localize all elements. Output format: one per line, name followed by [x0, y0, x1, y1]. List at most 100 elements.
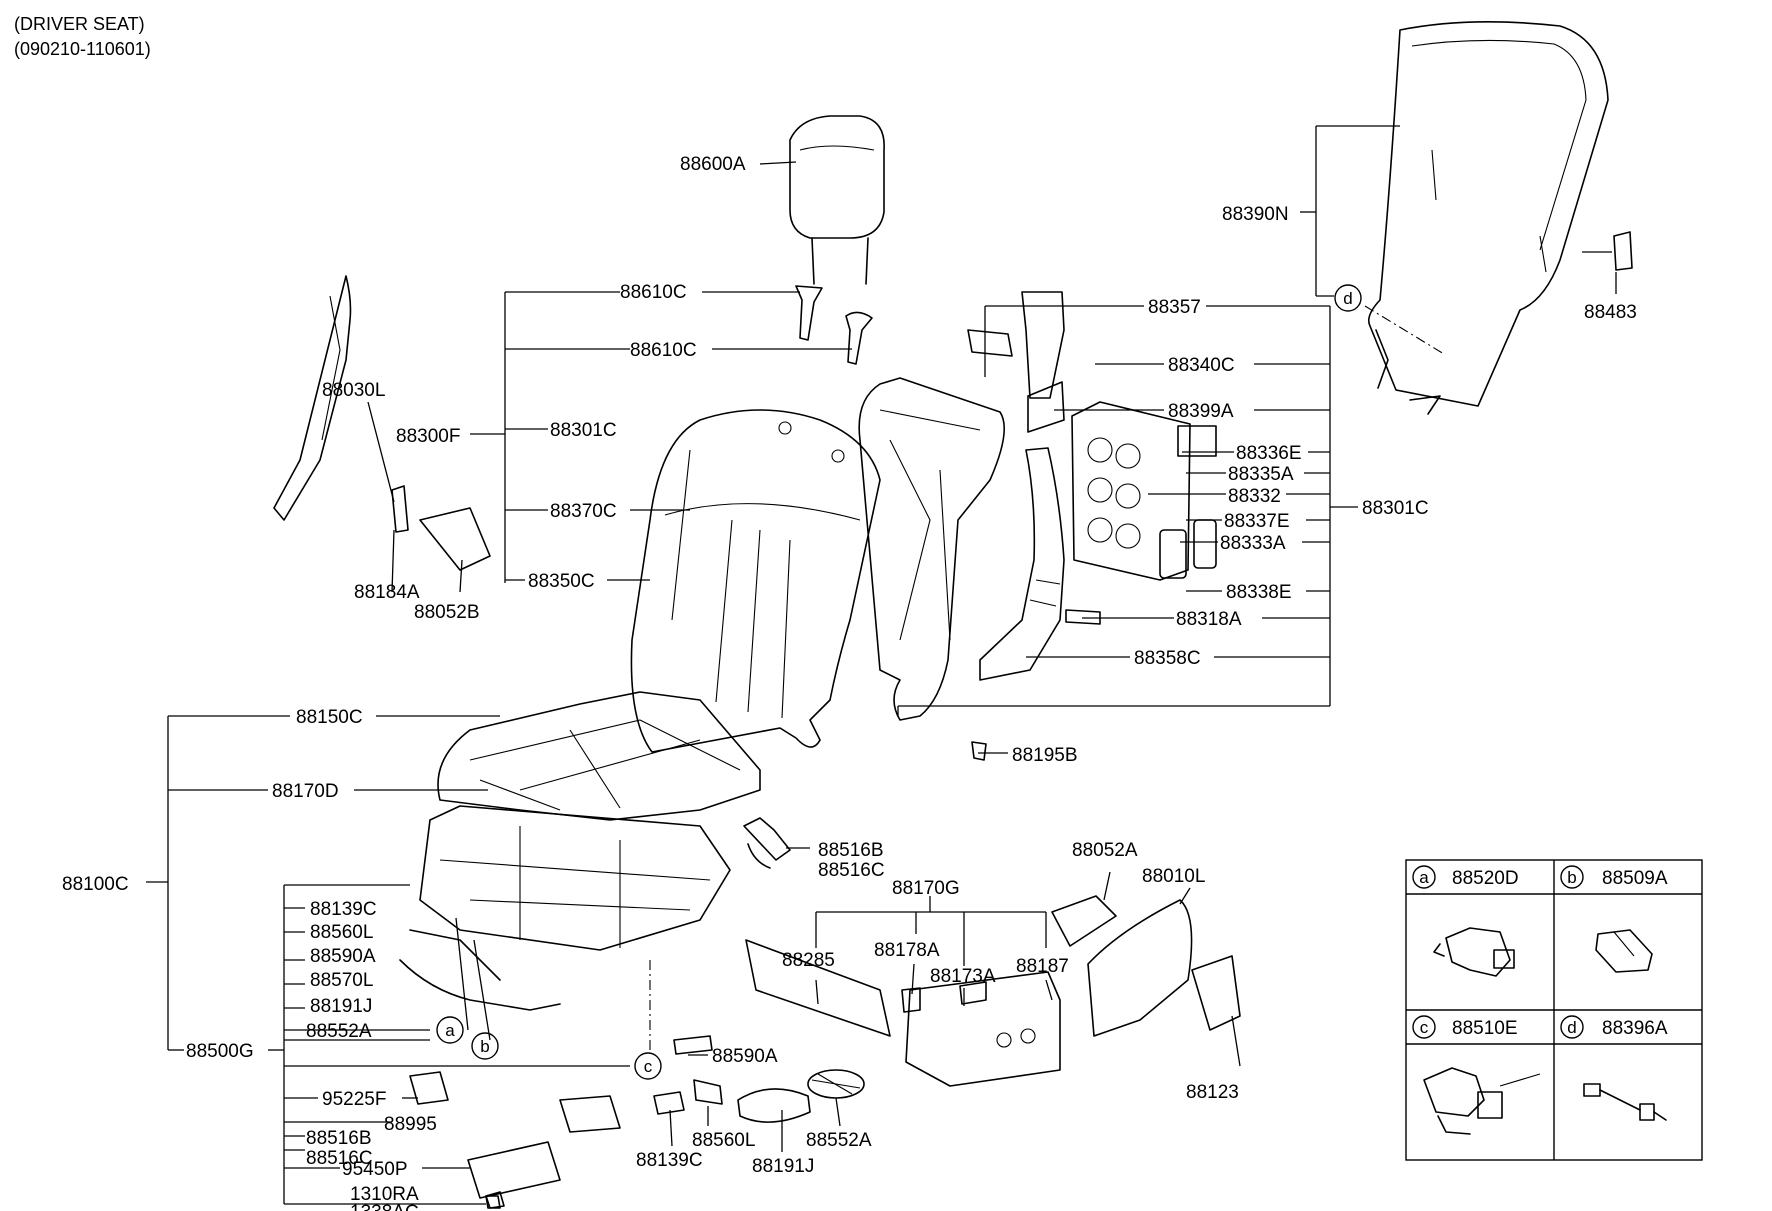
label-88173A: 88173A — [930, 966, 996, 987]
legend-cell-d: d 88396A — [1560, 1015, 1668, 1121]
seatback-cover-drawing — [630, 409, 881, 753]
legend-b-part: 88509A — [1602, 868, 1668, 889]
label-88357: 88357 — [1148, 297, 1201, 318]
part-labels: 88600A 88610C 88610C 88301C 88300F 88370… — [62, 154, 1637, 1211]
label-88340C: 88340C — [1168, 355, 1235, 376]
label-88030L: 88030L — [322, 380, 385, 401]
label-88332: 88332 — [1228, 486, 1281, 507]
legend-b-letter: b — [1567, 868, 1576, 887]
label-88100C: 88100C — [62, 874, 129, 895]
label-88399A: 88399A — [1168, 401, 1234, 422]
label-1338AC: 1338AC — [350, 1202, 419, 1211]
headrest-drawing — [789, 115, 885, 285]
label-1310RA: 1310RA — [350, 1184, 419, 1205]
label-88390N: 88390N — [1222, 204, 1289, 225]
seatback-frame-drawing — [858, 329, 1013, 721]
bolt-88195B-drawing — [971, 741, 987, 761]
air-duct-drawing — [979, 447, 1065, 681]
label-88301C-right: 88301C — [1362, 498, 1429, 519]
label-88350C: 88350C — [528, 571, 595, 592]
label-88139C-left: 88139C — [310, 899, 377, 920]
label-95450P: 95450P — [342, 1159, 408, 1180]
legend-cell-c: c 88510E — [1412, 1015, 1541, 1135]
label-88150C: 88150C — [296, 707, 363, 728]
legend-d-letter: d — [1567, 1018, 1576, 1037]
label-88184A: 88184A — [354, 582, 420, 603]
side-shield-drawing — [745, 895, 1241, 1087]
lumbar-support-drawing — [1021, 291, 1217, 625]
callout-a: a — [436, 1016, 464, 1044]
label-88600A: 88600A — [680, 154, 746, 175]
label-88516B-upper: 88516B — [818, 840, 884, 861]
label-88052A: 88052A — [1072, 840, 1138, 861]
label-88483: 88483 — [1584, 302, 1637, 323]
label-88516B-lower: 88516B — [306, 1128, 372, 1149]
diagram-subtitle: (090210-110601) — [14, 39, 151, 59]
label-88191J-left: 88191J — [310, 996, 372, 1017]
label-88516C-lower: 88516C — [306, 1148, 373, 1169]
label-88195B: 88195B — [1012, 745, 1078, 766]
callout-b: b — [471, 1032, 499, 1060]
label-88285: 88285 — [782, 950, 835, 971]
label-88552A-left: 88552A — [306, 1021, 372, 1042]
label-88610C-upper: 88610C — [620, 282, 687, 303]
callout-c: c — [634, 1052, 662, 1080]
legend-cell-a: a 88520D — [1412, 865, 1519, 977]
label-88516C-upper: 88516C — [818, 860, 885, 881]
legend-d-part: 88396A — [1602, 1018, 1668, 1039]
callout-b-letter: b — [480, 1037, 489, 1056]
diagram-title: (DRIVER SEAT) — [14, 14, 145, 34]
seat-harness-parts-drawing — [409, 1035, 865, 1209]
leader-lines — [146, 125, 1617, 1205]
label-88170G: 88170G — [892, 878, 960, 899]
label-88610C-lower: 88610C — [630, 340, 697, 361]
label-88187: 88187 — [1016, 956, 1069, 977]
seat-track-drawing — [399, 805, 791, 1011]
label-88333A: 88333A — [1220, 533, 1286, 554]
motor-88510E-drawing — [1423, 1067, 1541, 1135]
callout-a-letter: a — [445, 1021, 455, 1040]
label-88318A: 88318A — [1176, 609, 1242, 630]
switch-88509A-drawing — [1595, 929, 1653, 973]
label-88178A: 88178A — [874, 940, 940, 961]
callout-d: d — [1334, 284, 1362, 312]
label-88300F: 88300F — [396, 426, 460, 447]
label-88301C-left: 88301C — [550, 420, 617, 441]
legend-table: a 88520D b 88509A c 88510E — [1405, 859, 1703, 1161]
motor-88520D-drawing — [1433, 927, 1515, 977]
label-88052B: 88052B — [414, 602, 480, 623]
label-88590A-left: 88590A — [310, 946, 376, 967]
label-88370C: 88370C — [550, 501, 617, 522]
label-88337E: 88337E — [1224, 511, 1290, 532]
label-88139C-bottom: 88139C — [636, 1150, 703, 1171]
label-88995: 88995 — [384, 1114, 437, 1135]
label-88123: 88123 — [1186, 1082, 1239, 1103]
legend-c-letter: c — [1420, 1018, 1429, 1037]
label-95225F: 95225F — [322, 1089, 386, 1110]
legend-a-letter: a — [1419, 868, 1429, 887]
callout-c-letter: c — [644, 1057, 653, 1076]
seat-side-cover-drawing — [273, 275, 491, 571]
label-88191J-bottom: 88191J — [752, 1156, 814, 1177]
label-88335A: 88335A — [1228, 464, 1294, 485]
callout-d-letter: d — [1343, 289, 1352, 308]
seat-cushion-drawing — [437, 691, 761, 821]
bolt-1310RA-drawing — [485, 1191, 505, 1209]
label-88560L-bottom: 88560L — [692, 1130, 755, 1151]
label-88570L: 88570L — [310, 970, 373, 991]
label-88010L: 88010L — [1142, 866, 1205, 887]
label-88552A-bottom: 88552A — [806, 1130, 872, 1151]
seatback-panel-drawing — [1367, 21, 1633, 415]
label-88590A-bottom: 88590A — [712, 1046, 778, 1067]
headrest-guide-drawings — [795, 285, 873, 365]
legend-a-part: 88520D — [1452, 868, 1519, 889]
label-88336E: 88336E — [1236, 443, 1302, 464]
harness-88396A-drawing — [1583, 1083, 1667, 1121]
label-88560L-left: 88560L — [310, 922, 373, 943]
legend-c-part: 88510E — [1452, 1018, 1518, 1039]
label-88338E: 88338E — [1226, 582, 1292, 603]
label-88500G: 88500G — [186, 1041, 254, 1062]
label-88170D: 88170D — [272, 781, 339, 802]
legend-cell-b: b 88509A — [1560, 865, 1668, 973]
